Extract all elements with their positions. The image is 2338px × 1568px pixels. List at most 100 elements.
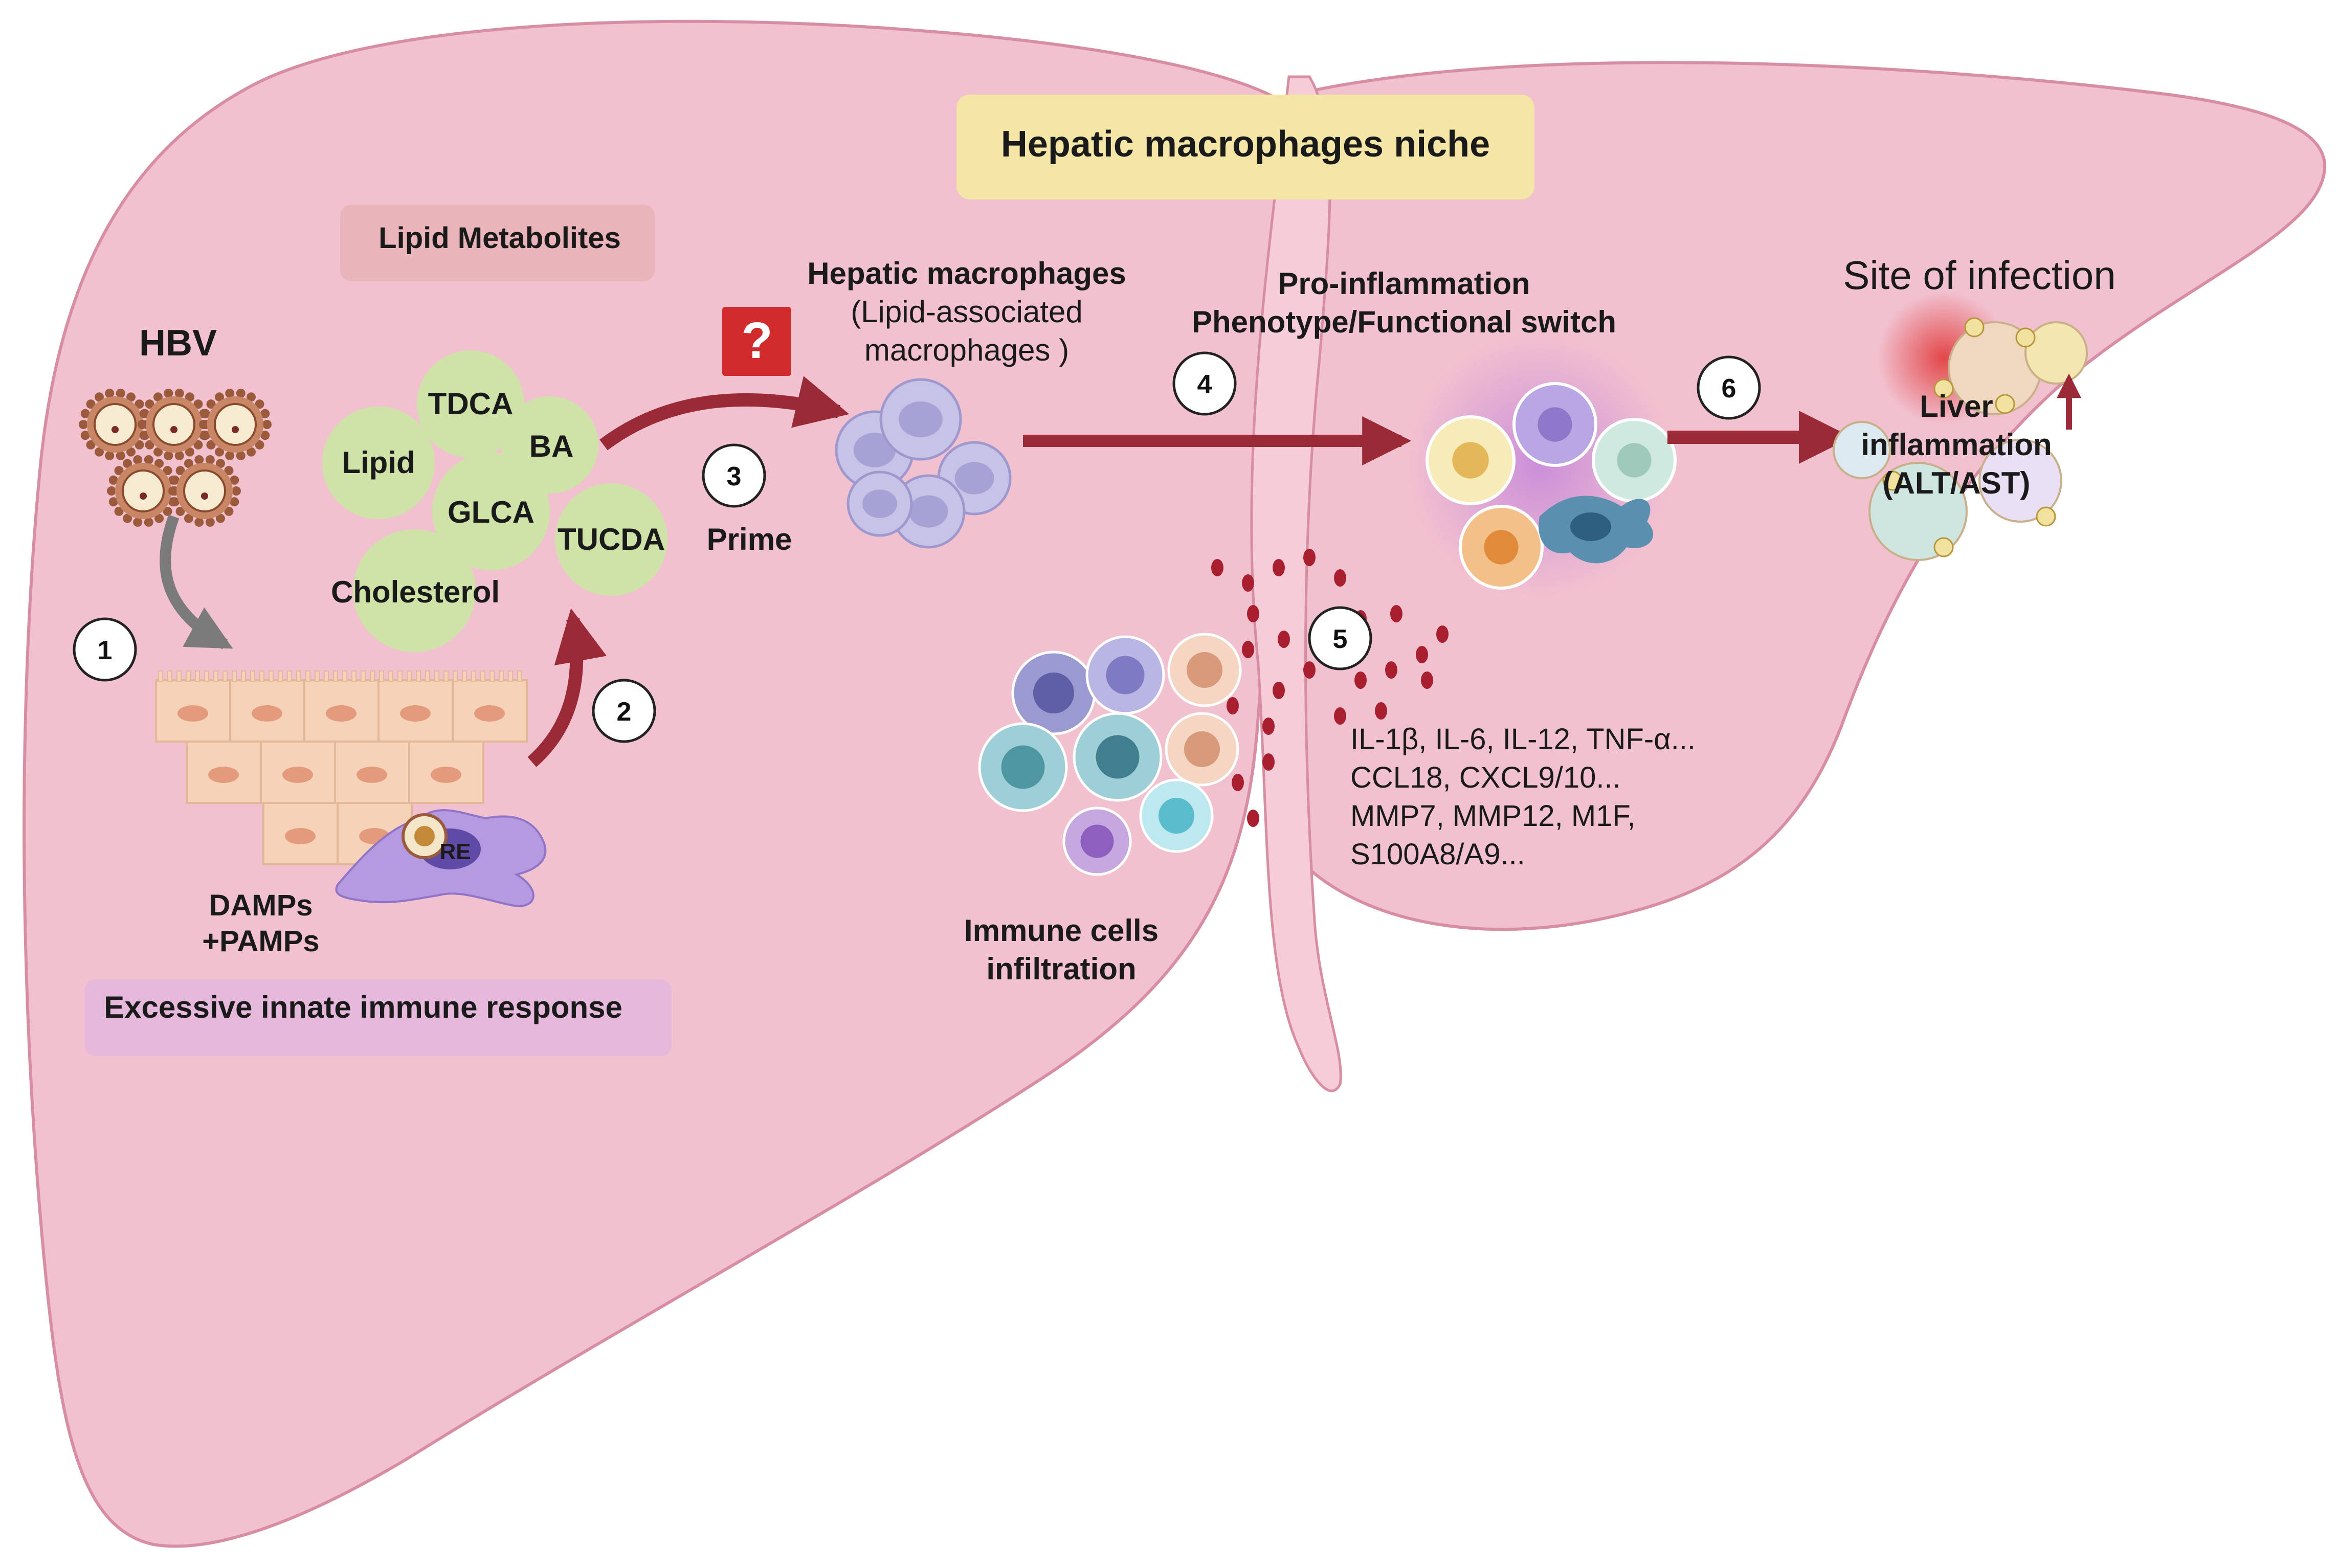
metabolite-bubble-glca bbox=[432, 453, 550, 570]
hepatocyte-nucleus bbox=[208, 767, 239, 783]
virion-spike bbox=[174, 451, 184, 461]
immune-cell-nucleus bbox=[1187, 652, 1222, 688]
virion-spike bbox=[185, 392, 194, 402]
virion-spike bbox=[163, 466, 172, 476]
hepatocyte-nucleus bbox=[252, 705, 282, 722]
microvillus bbox=[241, 670, 246, 682]
hbv-virions bbox=[79, 388, 272, 527]
svg-text:1: 1 bbox=[98, 636, 113, 665]
cytokine-dot bbox=[1247, 605, 1259, 622]
immune-cell-nucleus bbox=[1106, 656, 1145, 695]
hepatocyte-cell bbox=[303, 679, 380, 743]
microvillus bbox=[186, 670, 191, 682]
metabolite-bubble-tucda bbox=[555, 483, 667, 596]
virion-spike bbox=[230, 497, 239, 507]
question-mark: ? bbox=[741, 312, 772, 369]
microvillus bbox=[397, 670, 403, 682]
microvillus bbox=[213, 670, 218, 682]
lipid-metabolites-box bbox=[340, 205, 655, 281]
virion-spike bbox=[135, 440, 144, 450]
virion-spike bbox=[105, 388, 115, 398]
virion-spike bbox=[164, 388, 173, 398]
cytokine-dot bbox=[1436, 625, 1449, 643]
microvillus bbox=[305, 670, 310, 682]
virion-spike bbox=[201, 431, 210, 440]
cytokine-dot bbox=[1354, 671, 1367, 689]
microvillus bbox=[315, 670, 320, 682]
hbv-virion-icon bbox=[138, 388, 210, 461]
virion-spike bbox=[201, 409, 210, 418]
activated-macrophages bbox=[1407, 332, 1677, 598]
step-1: 1 bbox=[73, 617, 137, 682]
macrophage-nucleus bbox=[853, 433, 896, 467]
hepatocyte-cell bbox=[186, 741, 262, 804]
virion-spike bbox=[236, 451, 246, 461]
hepatocyte-cell bbox=[452, 679, 528, 743]
cytokine-dot bbox=[1278, 631, 1290, 648]
microvillus bbox=[370, 670, 375, 682]
virion-spike bbox=[255, 399, 264, 409]
virion-spike bbox=[205, 455, 215, 464]
microvillus bbox=[259, 670, 264, 682]
macrophage-nucleus bbox=[899, 401, 943, 438]
virion-spike bbox=[175, 506, 185, 516]
metabolite-label-tdca: TDCA bbox=[428, 387, 514, 421]
activated-cell-nucleus bbox=[1452, 442, 1489, 479]
virion-spike bbox=[114, 506, 124, 516]
cytokine-dot bbox=[1273, 682, 1285, 699]
liver-inflammation-line2: inflammation bbox=[1861, 428, 2052, 462]
virion-spike bbox=[193, 440, 203, 450]
virion-spike bbox=[116, 388, 125, 398]
arrow-hepatocytes-to-metabolites bbox=[527, 608, 607, 767]
step-5: 5 bbox=[1308, 606, 1372, 670]
hepatocyte-nucleus bbox=[357, 767, 387, 783]
lipid-droplet bbox=[1933, 537, 1954, 557]
hepatocyte-nucleus bbox=[474, 705, 505, 722]
virion-spike bbox=[144, 455, 153, 464]
cytokine-dot bbox=[1232, 774, 1244, 791]
virion-spike bbox=[193, 399, 203, 409]
arrow-metabolites-to-macrophages bbox=[599, 376, 850, 451]
microvillus bbox=[222, 670, 228, 682]
microvillus bbox=[416, 670, 421, 682]
virion-spike bbox=[145, 440, 154, 450]
title-box bbox=[956, 95, 1534, 199]
cytokine-dot bbox=[1390, 605, 1402, 622]
lipid-metabolites-label: Lipid Metabolites bbox=[378, 221, 621, 255]
pamps-label: +PAMPs bbox=[202, 925, 319, 958]
re-label: RE bbox=[439, 839, 471, 864]
hepatocyte-cell bbox=[334, 741, 410, 804]
lipid-associated-macrophages bbox=[835, 378, 1012, 549]
virion-spike bbox=[114, 466, 124, 476]
virion-spike bbox=[225, 451, 235, 461]
virion-spike bbox=[185, 447, 194, 457]
hepatocyte-nucleus bbox=[431, 767, 461, 783]
macrophage-nucleus bbox=[908, 495, 948, 528]
hepatocyte-nucleus bbox=[282, 767, 313, 783]
svg-text:4: 4 bbox=[1197, 370, 1212, 399]
immune-cell-nucleus bbox=[1001, 745, 1045, 789]
dendritic-cell-nucleus bbox=[1570, 512, 1611, 541]
virion-spike bbox=[107, 486, 116, 496]
cytokine-dot bbox=[1375, 702, 1387, 720]
damps-label: DAMPs bbox=[209, 889, 313, 922]
pro-inflammation-line1: Pro-inflammation bbox=[1278, 266, 1530, 301]
microvillus bbox=[176, 670, 182, 682]
infiltrating-immune-cells bbox=[978, 633, 1242, 876]
virion-spike bbox=[95, 447, 104, 457]
infected-cell bbox=[1978, 439, 2062, 523]
virion-genome bbox=[140, 492, 147, 500]
virion-genome bbox=[170, 426, 177, 433]
hbv-virion-icon bbox=[168, 455, 241, 527]
microvillus bbox=[351, 670, 357, 682]
virion-spike bbox=[126, 392, 136, 402]
microvillus bbox=[425, 670, 430, 682]
virion-spike bbox=[232, 486, 241, 496]
liver-left-lobe bbox=[23, 19, 1311, 1548]
virion-spike bbox=[154, 459, 164, 468]
virion-spike bbox=[108, 497, 118, 507]
arrow-hbv-to-hepatocytes bbox=[160, 514, 233, 649]
virion-spike bbox=[170, 475, 180, 485]
prime-label: Prime bbox=[707, 522, 792, 556]
